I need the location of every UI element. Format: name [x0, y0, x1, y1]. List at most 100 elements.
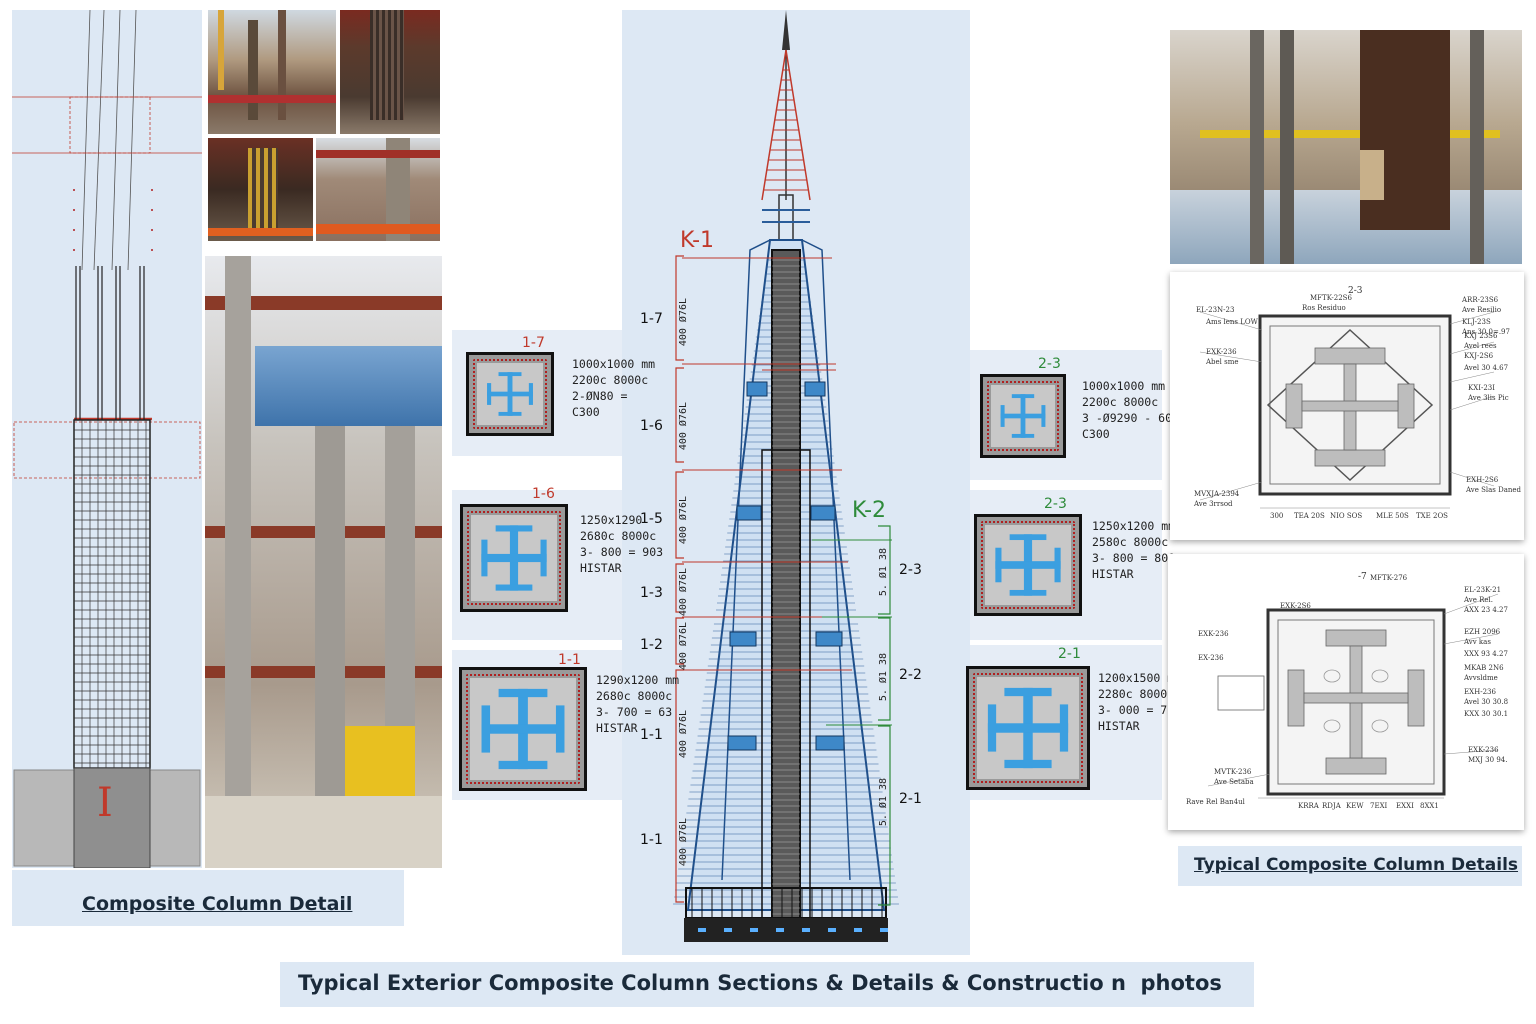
- vertical-label-1-3: 400 Ø76L: [678, 568, 689, 617]
- detail-bottom-label-2: EL-23K-21: [1464, 586, 1502, 594]
- level-label-1-6: 1-6: [640, 418, 663, 434]
- detail-top-label-6: KLJ-23S: [1462, 318, 1491, 326]
- construction-photo-2: [340, 10, 440, 134]
- vertical-label-2-3: 5. Ø1 38: [878, 548, 889, 597]
- detail-top-label-8: EXK-236: [1206, 348, 1237, 356]
- detail-top-label-17: Ave 3rrsod: [1194, 500, 1233, 508]
- detail-drawing-top: 2-3 EL-23N-23 Ams lens LOW MFTK-22S6 Ros…: [1170, 272, 1524, 540]
- section-name-1-7: 1-7: [522, 335, 545, 351]
- level-label-2-3: 2-3: [899, 562, 922, 578]
- detail-top-label-7: Ans 30.0=.97: [1462, 328, 1510, 336]
- left-level-brackets: [675, 255, 684, 903]
- vertical-label-1-1b: 400 Ø76L: [678, 818, 689, 867]
- detail-bottom-label-4: AXX 23 4.27: [1464, 606, 1508, 614]
- level-label-1-1a: 1-1: [640, 727, 663, 743]
- detail-bottom-label-0: EXK-2S6: [1280, 602, 1311, 610]
- level-label-1-7: 1-7: [640, 311, 663, 327]
- construction-photo-4: [316, 138, 440, 241]
- detail-top-dim-1: TEA 20S: [1294, 512, 1325, 520]
- detail-bottom-dim-5: 8XX1: [1420, 802, 1439, 810]
- construction-photo-5: [205, 256, 442, 868]
- detail-bottom-label-12: KXX 30 30.1: [1464, 710, 1509, 718]
- detail-top-label-11: Avel rees: [1464, 342, 1497, 350]
- section-1-6: [460, 504, 568, 612]
- detail-bottom-label-5: EZH 2096: [1464, 628, 1501, 636]
- section-name-2-3b: 2-3: [1044, 496, 1067, 512]
- level-label-2-2: 2-2: [899, 667, 922, 683]
- detail-drawing-bottom: -7 EXK-2S6 MFTK-276 EL-23K-21 Ave Rel. A…: [1168, 554, 1524, 830]
- group-k1-label: K-1: [680, 228, 715, 253]
- detail-bottom-title: -7: [1358, 572, 1367, 582]
- detail-bottom-dim-3: 7EXI: [1370, 802, 1388, 810]
- detail-top-label-0: EL-23N-23: [1196, 306, 1235, 314]
- detail-bottom-label-6: Avv kas: [1464, 638, 1491, 646]
- detail-top-dim-4: TXE 2OS: [1416, 512, 1448, 520]
- vertical-label-1-1a: 400 Ø76L: [678, 710, 689, 759]
- detail-bottom-label-7: XXX 93 4.27: [1464, 650, 1508, 658]
- bottom-title: Typical Exterior Composite Column Sectio…: [298, 971, 1222, 995]
- section-name-1-1: 1-1: [558, 652, 581, 668]
- section-2-3b: [974, 514, 1082, 616]
- construction-photo-1: [208, 10, 336, 134]
- level-label-1-1b: 1-1: [640, 832, 663, 848]
- construction-photo-3: [208, 138, 313, 241]
- vertical-label-2-2: 5. Ø1 38: [878, 653, 889, 702]
- detail-top-label-10: KXJ 23S6: [1464, 332, 1498, 340]
- detail-top-label-18: EXH-2S6: [1466, 476, 1499, 484]
- detail-bottom-label-1: MFTK-276: [1370, 574, 1408, 582]
- detail-top-label-12: KXJ-2S6: [1464, 352, 1494, 360]
- level-label-1-5: 1-5: [640, 511, 663, 527]
- detail-top-label-5: Ave Resilio: [1462, 306, 1502, 314]
- detail-top-label-3: Ros Residuo: [1302, 304, 1346, 312]
- group-k2-label: K-2: [852, 498, 887, 523]
- detail-top-label-9: Abel sme: [1206, 358, 1239, 366]
- vertical-label-1-2: 400 Ø76L: [678, 622, 689, 671]
- vertical-label-2-1: 5. Ø1 38: [878, 778, 889, 827]
- section-2-3a: [980, 374, 1066, 458]
- detail-bottom-label-10: MKAB 2N6: [1464, 664, 1504, 672]
- right-level-brackets: [878, 525, 891, 906]
- level-label-1-2: 1-2: [640, 637, 663, 653]
- detail-bottom-label-15: EXK-236: [1198, 630, 1229, 638]
- detail-bottom-label-18: MVTK-236: [1214, 768, 1252, 776]
- section-2-1: [966, 666, 1090, 790]
- detail-bottom-dim-2: KEW: [1346, 802, 1364, 810]
- detail-bottom-label-17: Rave Rel Ban4ul: [1186, 798, 1245, 806]
- detail-bottom-label-13: EXK-236: [1468, 746, 1499, 754]
- detail-bottom-label-3: Ave Rel.: [1464, 596, 1493, 604]
- detail-bottom-dim-0: KRRA: [1298, 802, 1319, 810]
- detail-top-dim-3: MLE 50S: [1376, 512, 1409, 520]
- detail-top-label-16: MVXJA-2394: [1194, 490, 1240, 498]
- construction-photo-6: [1170, 30, 1522, 264]
- detail-bottom-dim-1: RDJA: [1322, 802, 1341, 810]
- section-1-1: [459, 667, 587, 791]
- detail-top-label-4: ARR-23S6: [1462, 296, 1499, 304]
- detail-top-title: 2-3: [1348, 286, 1363, 296]
- detail-top-label-1: Ams lens LOW: [1206, 318, 1258, 326]
- detail-bottom-label-14: MXJ 30 94.: [1468, 756, 1508, 764]
- level-label-2-1: 2-1: [899, 791, 922, 807]
- section-1-7: [466, 352, 554, 436]
- detail-top-label-2: MFTK-22S6: [1310, 294, 1352, 302]
- detail-top-dim-0: 300: [1270, 512, 1284, 520]
- detail-top-label-13: Avel 30 4.67: [1464, 364, 1509, 372]
- detail-bottom-label-9: Avel 30 30.8: [1464, 698, 1509, 706]
- left-caption: Composite Column Detail: [82, 893, 353, 915]
- level-label-1-3: 1-3: [640, 585, 663, 601]
- detail-bottom-label-8: EXH-236: [1464, 688, 1496, 696]
- detail-top-label-15: Ave 3lis Pic: [1468, 394, 1509, 402]
- section-name-1-6: 1-6: [532, 486, 555, 502]
- detail-bottom-dim-4: EXXI: [1396, 802, 1414, 810]
- detail-top-label-19: Ave Slas Daned: [1466, 486, 1522, 494]
- vertical-label-1-7: 400 Ø76L: [678, 298, 689, 347]
- vertical-label-1-5: 400 Ø76L: [678, 496, 689, 545]
- tower-elevation: [673, 10, 899, 942]
- bottom-title-box: [280, 962, 1254, 1007]
- detail-bottom-label-11: Avvsldme: [1464, 674, 1498, 682]
- right-caption: Typical Composite Column Details: [1194, 855, 1519, 875]
